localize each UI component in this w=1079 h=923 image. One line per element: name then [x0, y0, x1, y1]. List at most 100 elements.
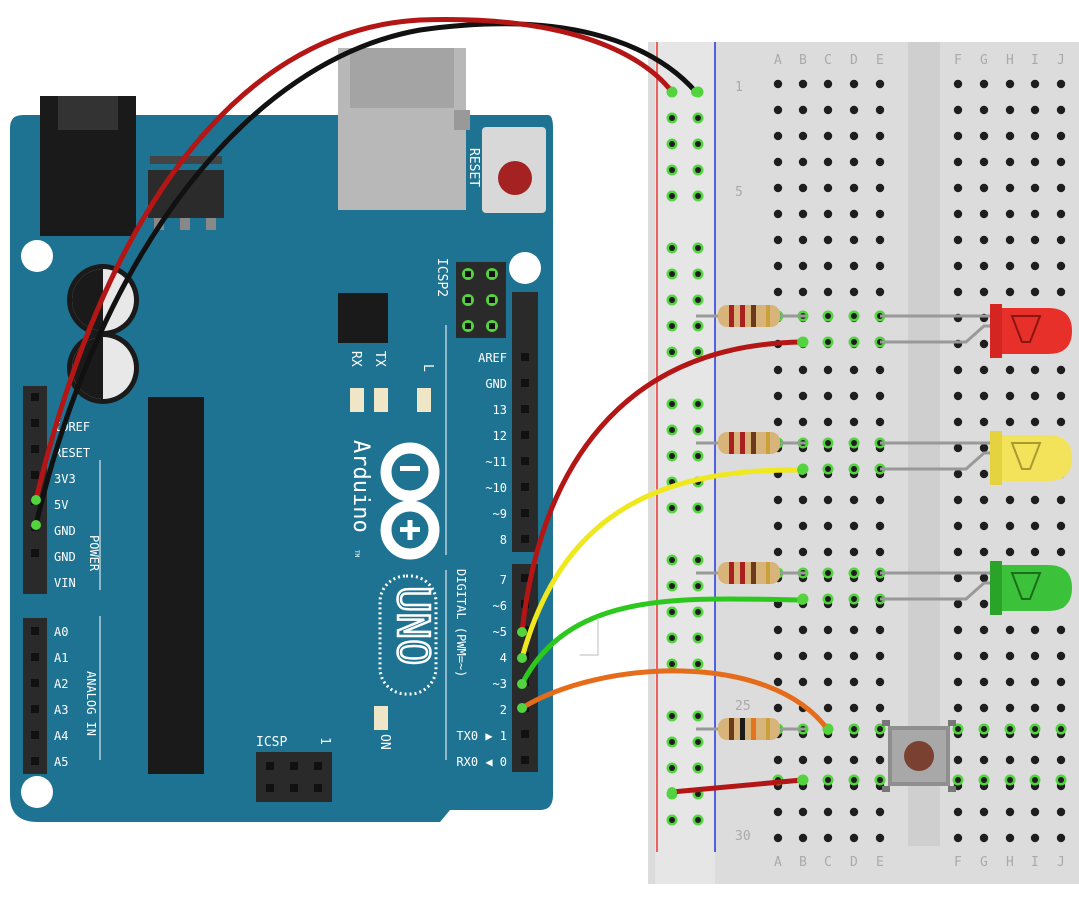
column-letter: B [799, 53, 807, 68]
breadboard-hole [953, 521, 963, 531]
breadboard-hole [823, 287, 833, 297]
atmega-chip [148, 397, 204, 774]
power-pin-labels: IOREF RESET 3V3 5V GND GND VIN [54, 420, 90, 590]
led-red[interactable] [880, 304, 1072, 358]
breadboard-hole [979, 625, 989, 635]
breadboard-hole [823, 521, 833, 531]
breadboard-hole [1056, 755, 1066, 765]
breadboard-hole [798, 365, 808, 375]
breadboard-hole [849, 547, 859, 557]
breadboard-hole [1005, 521, 1015, 531]
header-pin [521, 457, 529, 465]
breadboard-hole [773, 209, 783, 219]
breadboard-hole [953, 495, 963, 505]
breadboard-hole [773, 105, 783, 115]
resistor[interactable] [696, 432, 806, 454]
wire-red-rail[interactable] [669, 777, 805, 795]
header-pin [521, 509, 529, 517]
breadboard-hole [823, 131, 833, 141]
wire-end [797, 775, 807, 785]
breadboard-hole [979, 677, 989, 687]
resistor[interactable] [696, 305, 806, 327]
column-letter: E [876, 855, 884, 870]
resistor[interactable] [696, 562, 806, 584]
header-pin [521, 483, 529, 491]
breadboard-hole [1056, 157, 1066, 167]
breadboard-hole [953, 547, 963, 557]
header-pin [31, 679, 39, 687]
breadboard-hole [773, 131, 783, 141]
breadboard-hole [1056, 391, 1066, 401]
breadboard-hole [1005, 417, 1015, 427]
pin-label: GND [54, 524, 76, 538]
breadboard-hole [953, 79, 963, 89]
breadboard-hole [875, 105, 885, 115]
breadboard-hole [773, 651, 783, 661]
pin-label: ~10 [485, 481, 507, 495]
arduino-uno-board: RESET ICSP2 RX TX L ON [10, 48, 553, 822]
column-letter: E [876, 53, 884, 68]
pin-label: A0 [54, 625, 68, 639]
breadboard-hole [773, 755, 783, 765]
breadboard-hole [979, 287, 989, 297]
breadboard-hole [875, 183, 885, 193]
breadboard-hole [979, 521, 989, 531]
column-letter: J [1057, 855, 1065, 870]
breadboard-hole [979, 105, 989, 115]
breadboard-hole [953, 755, 963, 765]
breadboard-hole [875, 209, 885, 219]
breadboard-hole [1030, 235, 1040, 245]
header-pin [521, 405, 529, 413]
wire-red-5v[interactable] [33, 17, 675, 503]
breadboard-hole [1005, 807, 1015, 817]
led-green[interactable] [880, 561, 1072, 615]
header-pin [31, 653, 39, 661]
breadboard-hole [798, 677, 808, 687]
column-letter: C [824, 855, 832, 870]
on-led [374, 706, 388, 730]
column-letter: A [774, 53, 782, 68]
rx-led [350, 388, 364, 412]
reset-button-cap[interactable] [498, 161, 532, 195]
column-letter: H [1006, 53, 1014, 68]
breadboard-hole [849, 807, 859, 817]
breadboard-hole [1030, 365, 1040, 375]
breadboard-hole [773, 391, 783, 401]
pushbutton[interactable] [882, 720, 956, 792]
wire-green-pin3[interactable] [519, 596, 805, 687]
rail-holes [666, 86, 704, 826]
breadboard-hole [1030, 625, 1040, 635]
wire-black-gnd[interactable] [33, 21, 699, 528]
wire-yellow-pin4[interactable] [519, 467, 805, 661]
breadboard-hole [849, 261, 859, 271]
led-yellow[interactable] [880, 431, 1072, 485]
breadboard-hole [1005, 547, 1015, 557]
resistor[interactable] [696, 718, 806, 740]
breadboard-hole [953, 573, 963, 583]
breadboard-hole [823, 261, 833, 271]
analog-label: ANALOG IN [84, 671, 98, 736]
header-pin [31, 445, 39, 453]
wire-orange-pin2[interactable] [519, 668, 831, 733]
breadboard-hole [1030, 703, 1040, 713]
breadboard-hole [1030, 521, 1040, 531]
breadboard-hole [875, 495, 885, 505]
uno-badge [378, 574, 438, 696]
wire-red-pin5[interactable] [519, 339, 805, 635]
breadboard-hole [1056, 417, 1066, 427]
breadboard-hole [875, 521, 885, 531]
header-pin [31, 419, 39, 427]
breadboard-hole [953, 183, 963, 193]
breadboard-hole [798, 807, 808, 817]
header-pin [314, 784, 322, 792]
breadboard-hole [1005, 833, 1015, 843]
breadboard-hole [849, 521, 859, 531]
pin-label: AREF [478, 351, 507, 365]
breadboard-hole [875, 261, 885, 271]
breadboard-hole [849, 651, 859, 661]
breadboard-hole [798, 521, 808, 531]
breadboard-hole [953, 131, 963, 141]
breadboard-hole [823, 157, 833, 167]
breadboard-hole [823, 417, 833, 427]
